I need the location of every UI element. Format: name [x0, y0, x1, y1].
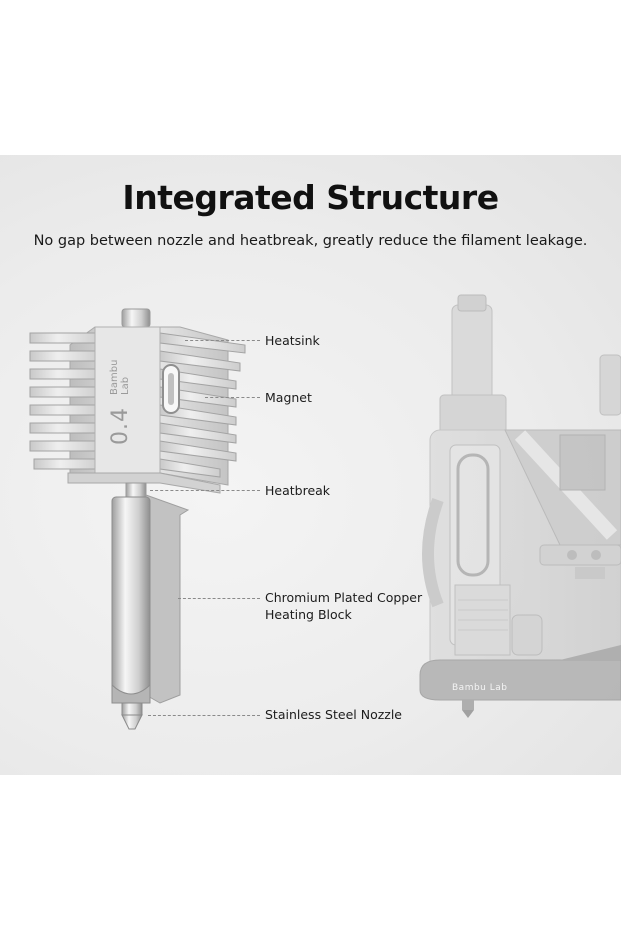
heatbreak-leader — [150, 490, 260, 491]
heating-block-leader — [178, 598, 260, 599]
callout-nozzle: Stainless Steel Nozzle — [265, 707, 402, 722]
heatsink-marking: 0.4 Bambu Lab — [100, 359, 140, 445]
heatsink-leader — [185, 340, 260, 341]
callout-heatbreak: Heatbreak — [265, 483, 331, 498]
callout-magnet: Magnet — [265, 390, 312, 405]
callout-heating-block-line2: Heating Block — [265, 607, 352, 622]
brand-marking: Bambu Lab — [109, 359, 131, 395]
page-title: Integrated Structure — [122, 178, 499, 217]
hotend-illustration — [29, 308, 246, 730]
printer-brand-text: Bambu Lab — [452, 683, 508, 693]
callout-heatsink: Heatsink — [265, 333, 320, 348]
nozzle-size-marking: 0.4 — [107, 407, 133, 445]
page-subtitle: No gap between nozzle and heatbreak, gre… — [33, 233, 588, 249]
magnet-leader — [205, 397, 260, 398]
product-panel: Integrated Structure No gap between nozz… — [0, 155, 621, 775]
nozzle-leader — [148, 715, 260, 716]
printer-toolhead-illustration — [419, 294, 621, 718]
callout-heating-block: Chromium Plated Copper Heating Block — [265, 589, 422, 623]
callout-heating-block-line1: Chromium Plated Copper — [265, 590, 423, 605]
